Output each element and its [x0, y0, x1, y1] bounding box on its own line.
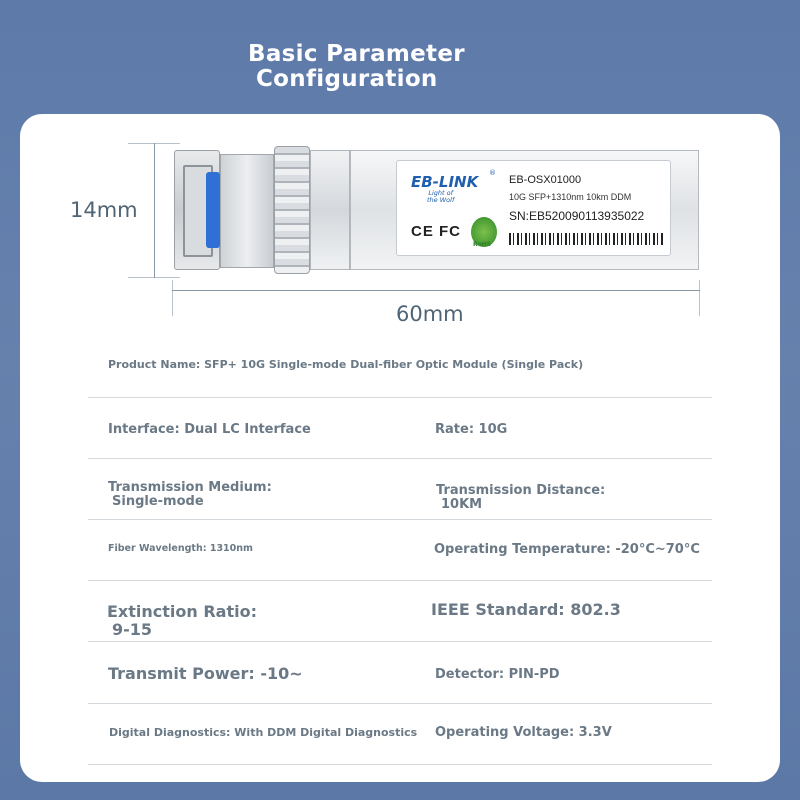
spec-rate: Rate: 10G	[435, 422, 508, 437]
spec-extinction-ratio: Extinction Ratio: 9-15	[107, 603, 257, 639]
row-divider	[88, 458, 712, 459]
height-dimension-label: 14mm	[70, 198, 138, 222]
rohs-label: RoHS	[473, 241, 492, 248]
spec-detector: Detector: PIN-PD	[435, 667, 560, 682]
spec-transmission-medium: Transmission Medium: Single-mode	[108, 481, 272, 509]
barcode	[509, 233, 663, 245]
serial-number: SN:EB520090113935022	[509, 209, 645, 223]
brand-tagline-line2: the Wolf	[427, 196, 455, 204]
spec-operating-temperature: Operating Temperature: -20°C~70°C	[434, 542, 700, 557]
spec-medium-value: Single-mode	[112, 494, 204, 509]
spec-fiber-wavelength: Fiber Wavelength: 1310nm	[108, 543, 253, 554]
spec-transmission-distance: Transmission Distance: 10KM	[436, 484, 605, 512]
spec-operating-voltage: Operating Voltage: 3.3V	[435, 725, 612, 740]
spec-extinction-value: 9-15	[112, 620, 153, 639]
page-title-line1: Basic Parameter	[248, 41, 465, 67]
width-tick-right	[699, 280, 700, 316]
row-divider	[88, 703, 712, 704]
brand-logo: EB-LINK	[411, 173, 479, 191]
row-divider	[88, 641, 712, 642]
pull-tab	[206, 172, 220, 248]
spec-ieee-standard: IEEE Standard: 802.3	[431, 600, 621, 619]
page-title-line2: Configuration	[256, 66, 438, 92]
page-title: Basic Parameter Configuration	[248, 42, 465, 92]
module-spec: 10G SFP+1310nm 10km DDM	[509, 192, 632, 202]
spec-distance-label: Transmission Distance:	[436, 483, 606, 498]
width-dimension-line	[172, 290, 700, 291]
row-divider	[88, 580, 712, 581]
lc-port	[220, 154, 274, 268]
width-dimension-label: 60mm	[396, 302, 464, 326]
model-number: EB-OSX01000	[509, 174, 582, 186]
row-divider	[88, 519, 712, 520]
spec-extinction-label: Extinction Ratio:	[107, 602, 257, 621]
registered-mark: ®	[489, 169, 496, 177]
module-label: EB-LINK ® Light of the Wolf EB-OSX01000 …	[396, 160, 671, 256]
spec-medium-label: Transmission Medium:	[108, 480, 272, 495]
spec-product-name: Product Name: SFP+ 10G Single-mode Dual-…	[108, 358, 584, 371]
spec-interface: Interface: Dual LC Interface	[108, 422, 311, 437]
module-neck	[310, 150, 350, 270]
rohs-icon	[471, 217, 497, 247]
brand-tagline: Light of the Wolf	[427, 190, 454, 204]
sfp-module-image: EB-LINK ® Light of the Wolf EB-OSX01000 …	[174, 146, 699, 274]
spec-distance-value: 10KM	[441, 497, 483, 512]
brand-tagline-line1: Light of	[428, 189, 453, 197]
row-divider	[88, 764, 712, 765]
spec-digital-diagnostics: Digital Diagnostics: With DDM Digital Di…	[109, 726, 418, 739]
spec-transmit-power: Transmit Power: -10~	[108, 664, 303, 683]
row-divider	[88, 397, 712, 398]
width-tick-left	[172, 280, 173, 316]
height-dimension-line	[154, 143, 155, 278]
module-grip	[274, 146, 310, 274]
ce-fc-marks: CE FC	[411, 223, 461, 240]
